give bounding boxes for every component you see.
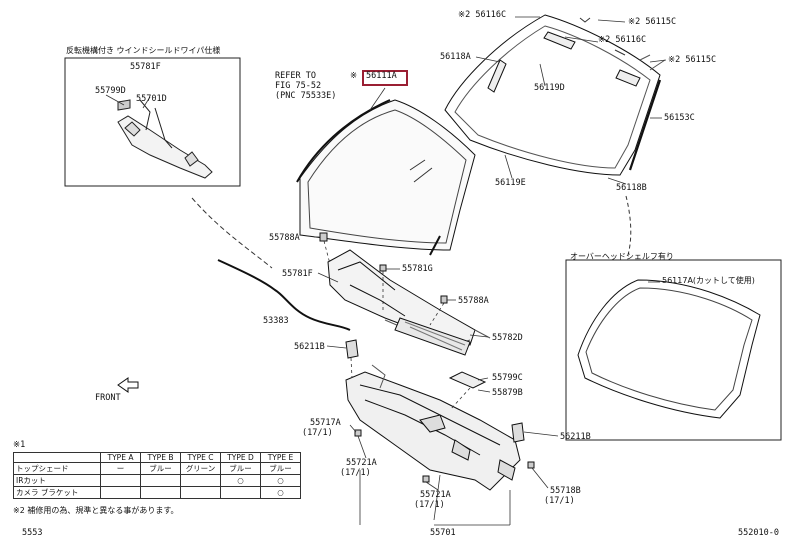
front-arrow [117,377,139,393]
label-56118a[interactable]: 56118A [440,52,471,62]
leaders-top [369,16,667,185]
clip-55721a-b [422,475,430,483]
label-55781g[interactable]: 55781G [402,264,433,274]
label-55717a[interactable]: 55717A [310,418,341,428]
seal-53383 [217,259,351,331]
row-label: トップシェード [13,462,101,475]
label-56153c[interactable]: 56153C [664,113,695,123]
cowl-lower-panel [345,364,521,491]
header-cell: TYPE A [100,452,141,463]
cowl-top-panel [327,249,491,356]
dashed-middle [323,240,471,411]
label-55721a-a[interactable]: 55721A [346,458,377,468]
header-cell: TYPE B [140,452,181,463]
label-55721a-b[interactable]: 55721A [420,490,451,500]
label-55718b[interactable]: 55718B [550,486,581,496]
page-number-left: 5553 [22,528,43,538]
page-number-right: 552010-0 [738,528,779,538]
table-cell [140,486,181,499]
label-55701d[interactable]: 55701D [136,94,167,104]
row-label: IRカット [13,474,101,487]
label-55701[interactable]: 55701 [430,528,456,538]
clip-55721a-a [354,429,362,437]
label-53383[interactable]: 53383 [263,316,289,326]
refer-line-3: (PNC 75533E) [275,91,337,101]
windshield-glass [296,99,476,256]
clip-55788a-mid [440,295,448,304]
footnote: ※2 補修用の為、規準と異なる事があります。 [13,506,179,515]
label-55782d[interactable]: 55782D [492,333,523,343]
label-56115c-second[interactable]: ※2 56115C [668,55,717,65]
clip-55788a-top [319,232,328,242]
leaders-middle [314,236,559,526]
label-55879b[interactable]: 55879B [492,388,523,398]
table-note-mark: ※1 [13,440,26,450]
table-cell: ー [100,462,141,475]
windshield-mouldings [444,14,666,176]
label-56116c-second[interactable]: ※2 56116C [598,35,647,45]
label-56116c-top[interactable]: ※2 56116C [458,10,507,20]
header-cell: TYPE C [180,452,221,463]
label-55718b-sub: (17/1) [544,496,575,506]
front-label: FRONT [95,393,121,403]
seal-55799c [448,371,487,389]
inset-overhead-box [565,259,782,441]
label-55721a-a-sub: (17/1) [340,468,371,478]
label-56211b-right[interactable]: 56211B [560,432,591,442]
table-cell: ブルー [220,462,261,475]
refer-line-1: REFER TO [275,71,316,81]
label-55788a-top[interactable]: 55788A [269,233,300,243]
label-56111a[interactable]: 56111A [366,71,397,81]
label-56211b-left[interactable]: 56211B [294,342,325,352]
inset-wiper-title: 反転機構付き ウインドシールドワイパ仕様 [66,46,221,55]
table-row: トップシェード ー ブルー グリーン ブルー ブルー [13,462,301,475]
highlight-56111a [362,70,408,86]
table-cell: ○ [220,474,261,487]
bumper-56211b-right [511,422,525,443]
table-cell: ○ [260,474,301,487]
clip-55718b [527,461,535,469]
note-mark-56111a: ※ [350,71,358,81]
label-55781f-inset[interactable]: 55781F [130,62,161,72]
header-cell [13,452,101,463]
label-55799c[interactable]: 55799C [492,373,523,383]
inset-overhead-title: オーバーヘッドシェルフ有り [570,252,674,261]
label-56118b[interactable]: 56118B [616,183,647,193]
table-cell [100,486,141,499]
label-55788a-mid[interactable]: 55788A [458,296,489,306]
inset-wiper-box [64,57,241,187]
leader-inset-dashed [191,197,273,269]
table-cell [220,486,261,499]
label-55781f[interactable]: 55781F [282,269,313,279]
label-55717a-sub: (17/1) [302,428,333,438]
row-label: カメラ ブラケット [13,486,101,499]
clip-55781g [379,264,387,272]
header-cell: TYPE D [220,452,261,463]
leader-dashed-right [625,195,632,256]
table-cell: ブルー [260,462,301,475]
table-cell: グリーン [180,462,221,475]
label-56115c-top[interactable]: ※2 56115C [628,17,677,27]
table-row: カメラ ブラケット ○ [13,486,301,499]
table-row: IRカット ○ ○ [13,474,301,487]
type-table-header: TYPE A TYPE B TYPE C TYPE D TYPE E [13,452,301,463]
bumper-56211b-left [345,339,359,359]
table-cell: ブルー [140,462,181,475]
table-cell [140,474,181,487]
inset-cowl-part [117,99,213,179]
label-55799d[interactable]: 55799D [95,86,126,96]
table-cell [180,486,221,499]
refer-line-2: FIG 75-52 [275,81,322,91]
type-table: TYPE A TYPE B TYPE C TYPE D TYPE E トップシェ… [13,452,301,499]
table-cell [100,474,141,487]
label-55721a-b-sub: (17/1) [414,500,445,510]
label-56117a[interactable]: 56117A(カットして使用) [662,276,755,285]
overhead-glass-outline [577,279,761,419]
label-56119e[interactable]: 56119E [495,178,526,188]
header-cell: TYPE E [260,452,301,463]
label-56119d[interactable]: 56119D [534,83,565,93]
table-cell: ○ [260,486,301,499]
table-cell [180,474,221,487]
